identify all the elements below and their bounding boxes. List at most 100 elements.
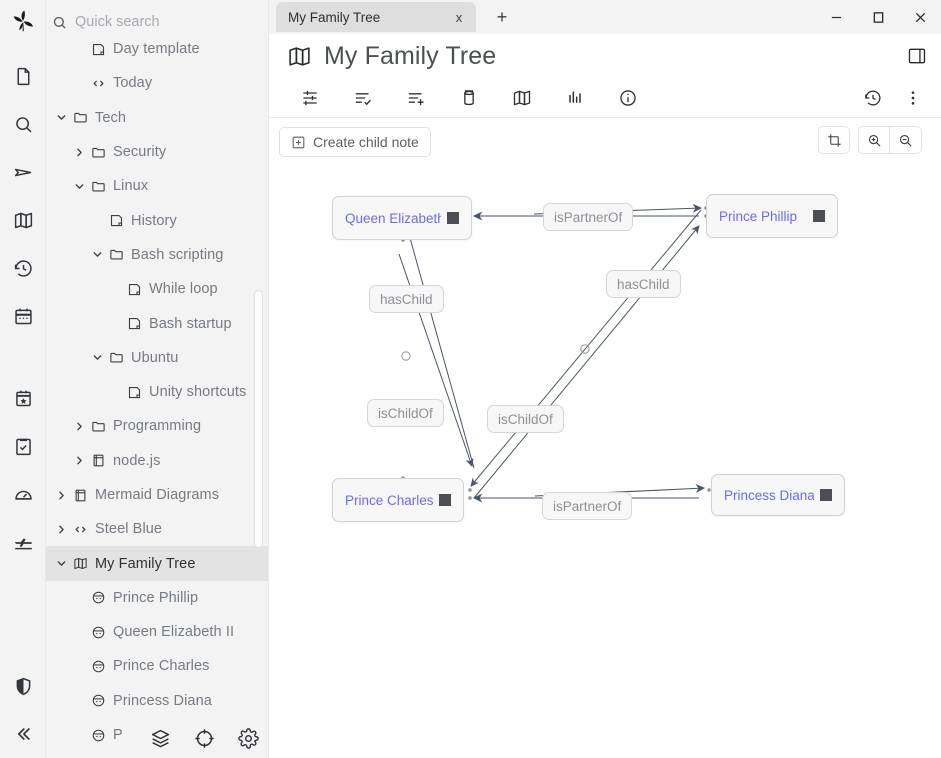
zoom-controls — [818, 126, 922, 154]
tasks-icon[interactable] — [0, 422, 46, 470]
floating-action-buttons — [146, 724, 262, 752]
main-panel: My Family Tree x + My Family Tre — [269, 0, 941, 758]
minimize-icon[interactable] — [815, 0, 857, 34]
tree-item-today[interactable]: Today — [46, 66, 268, 100]
note-badge-icon[interactable] — [813, 210, 825, 222]
history-icon[interactable] — [853, 82, 893, 114]
edge-label-haschild[interactable]: hasChild — [369, 285, 444, 313]
chevron-right-icon[interactable] — [52, 524, 70, 535]
chevron-right-icon[interactable] — [70, 147, 88, 158]
edge-label-ischildof[interactable]: isChildOf — [367, 399, 444, 427]
edge-label-ischildof[interactable]: isChildOf — [487, 405, 564, 433]
tree-item-day-template[interactable]: Day template — [46, 32, 268, 66]
tree-item-programming[interactable]: Programming — [46, 409, 268, 443]
attributes-icon[interactable] — [283, 82, 336, 114]
tree-item-my-family-tree[interactable]: My Family Tree — [46, 546, 268, 581]
promoted-attributes-icon[interactable] — [336, 82, 389, 114]
note-icon[interactable] — [0, 52, 46, 100]
tree-item-linux[interactable]: Linux — [46, 169, 268, 203]
tree-item-ubuntu[interactable]: Ubuntu — [46, 341, 268, 375]
folder-icon — [88, 179, 108, 194]
more-menu-icon[interactable] — [893, 82, 933, 114]
archive-icon[interactable] — [442, 82, 495, 114]
send-icon[interactable] — [0, 148, 46, 196]
graph-node-phillip[interactable]: Prince Phillip — [706, 194, 838, 238]
tree-item-p[interactable]: P — [46, 718, 268, 752]
gauge-icon[interactable] — [0, 470, 46, 518]
zoom-out-icon[interactable] — [890, 126, 922, 154]
chevron-right-icon[interactable] — [70, 421, 88, 432]
tree-item-bash-startup[interactable]: Bash startup — [46, 306, 268, 340]
calendar-icon[interactable] — [0, 292, 46, 340]
tree-item-bash-scripting[interactable]: Bash scripting — [46, 238, 268, 272]
graph-node-diana[interactable]: Princess Diana — [711, 474, 845, 516]
bookmark-calendar-icon[interactable] — [0, 374, 46, 422]
shield-icon[interactable] — [0, 662, 46, 710]
relation-icon — [88, 625, 108, 640]
bar-chart-icon[interactable] — [548, 82, 601, 114]
tree-item-history[interactable]: History — [46, 203, 268, 237]
tab-my-family-tree[interactable]: My Family Tree x — [276, 2, 476, 32]
target-icon[interactable] — [190, 724, 218, 752]
sidebar-scrollbar-track[interactable] — [254, 0, 266, 758]
note-badge-icon[interactable] — [820, 489, 832, 501]
tree-item-label: Mermaid Diagrams — [95, 487, 220, 503]
tree-item-queen-elizabeth-ii[interactable]: Queen Elizabeth II — [46, 615, 268, 649]
note-badge-icon[interactable] — [439, 494, 451, 506]
search-icon[interactable] — [0, 100, 46, 148]
tree-item-prince-phillip[interactable]: Prince Phillip — [46, 581, 268, 615]
chevron-down-icon[interactable] — [88, 352, 106, 363]
quick-search[interactable]: Quick search — [46, 0, 268, 44]
icon-rail — [0, 0, 46, 758]
relation-icon — [88, 590, 108, 605]
create-child-note-button[interactable]: Create child note — [279, 127, 431, 157]
tree-item-mermaid-diagrams[interactable]: Mermaid Diagrams — [46, 478, 268, 512]
note-badge-icon[interactable] — [447, 212, 459, 224]
tree-item-unity-shortcuts[interactable]: Unity shortcuts — [46, 375, 268, 409]
chevron-right-icon[interactable] — [70, 455, 88, 466]
chevron-down-icon[interactable] — [52, 112, 70, 123]
edge-label-haschild[interactable]: hasChild — [606, 270, 681, 298]
quick-search-placeholder: Quick search — [75, 14, 160, 30]
sidebar-scrollbar-thumb[interactable] — [254, 290, 263, 548]
collapse-icon[interactable] — [0, 710, 46, 758]
maximize-icon[interactable] — [857, 0, 899, 34]
plane-icon[interactable] — [0, 518, 46, 566]
tree-item-prince-charles[interactable]: Prince Charles — [46, 649, 268, 683]
map-icon — [287, 44, 312, 69]
graph-node-qe2[interactable]: Queen Elizabeth II — [332, 196, 472, 240]
graph-node-charles[interactable]: Prince Charles — [332, 478, 464, 522]
right-panel-icon[interactable] — [907, 46, 927, 66]
crop-reset-icon[interactable] — [818, 126, 850, 154]
edge-label-ispartnerof[interactable]: isPartnerOf — [542, 492, 633, 520]
layers-icon[interactable] — [146, 724, 174, 752]
tree-item-princess-diana[interactable]: Princess Diana — [46, 684, 268, 718]
relation-map-canvas[interactable]: hasChild --> QE2 (vertical up) --> hasCh… — [269, 168, 941, 758]
tree-item-tech[interactable]: Tech — [46, 101, 268, 135]
edge-label-text: isChildOf — [498, 411, 553, 427]
chevron-down-icon[interactable] — [88, 249, 106, 260]
info-icon[interactable] — [601, 82, 654, 114]
tree-item-node-js[interactable]: node.js — [46, 444, 268, 478]
tree-item-while-loop[interactable]: While loop — [46, 272, 268, 306]
add-attribute-icon[interactable] — [389, 82, 442, 114]
recent-changes-icon[interactable] — [0, 244, 46, 292]
tree-item-security[interactable]: Security — [46, 135, 268, 169]
zoom-in-icon[interactable] — [858, 126, 890, 154]
map-icon[interactable] — [495, 82, 548, 114]
edge-label-ispartnerof[interactable]: isPartnerOf — [543, 203, 634, 231]
close-icon[interactable]: x — [455, 9, 463, 25]
new-tab-button[interactable]: + — [496, 6, 508, 27]
close-icon[interactable] — [899, 0, 941, 34]
tree-item-label: Programming — [113, 418, 202, 435]
chevron-down-icon[interactable] — [70, 181, 88, 192]
note-icon — [106, 213, 126, 228]
gear-icon[interactable] — [234, 724, 262, 752]
tab-title: My Family Tree — [288, 9, 381, 25]
folder-icon — [106, 247, 126, 262]
tree-item-steel-blue[interactable]: Steel Blue — [46, 512, 268, 546]
chevron-right-icon[interactable] — [52, 490, 70, 501]
map-icon[interactable] — [0, 196, 46, 244]
chevron-down-icon[interactable] — [52, 558, 70, 569]
